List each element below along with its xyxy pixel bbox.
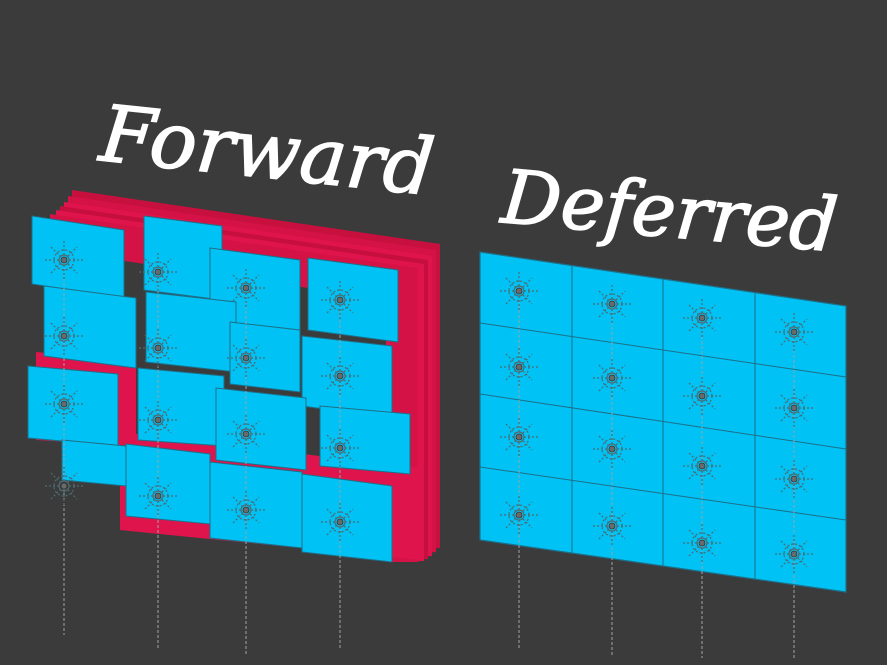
forward-tile	[43, 285, 137, 369]
deferred-label: Deferred	[496, 154, 840, 269]
deferred-grid	[479, 265, 847, 579]
deferred-panel	[479, 251, 847, 658]
forward-tile	[215, 387, 307, 471]
forward-title: Forward	[93, 88, 439, 214]
deferred-title: Deferred	[496, 153, 842, 270]
forward-tile	[301, 473, 393, 563]
forward-label: Forward	[94, 89, 438, 214]
forward-tile	[125, 443, 211, 525]
forward-tile	[301, 335, 393, 419]
forward-tile	[229, 321, 301, 393]
forward-tile	[209, 461, 303, 549]
forward-tile	[27, 365, 119, 447]
forward-tile	[137, 367, 225, 447]
forward-tile	[319, 405, 411, 475]
forward-tile	[31, 215, 125, 299]
forward-panel	[27, 190, 440, 655]
forward-tiles	[27, 215, 411, 563]
forward-tile	[145, 291, 237, 373]
